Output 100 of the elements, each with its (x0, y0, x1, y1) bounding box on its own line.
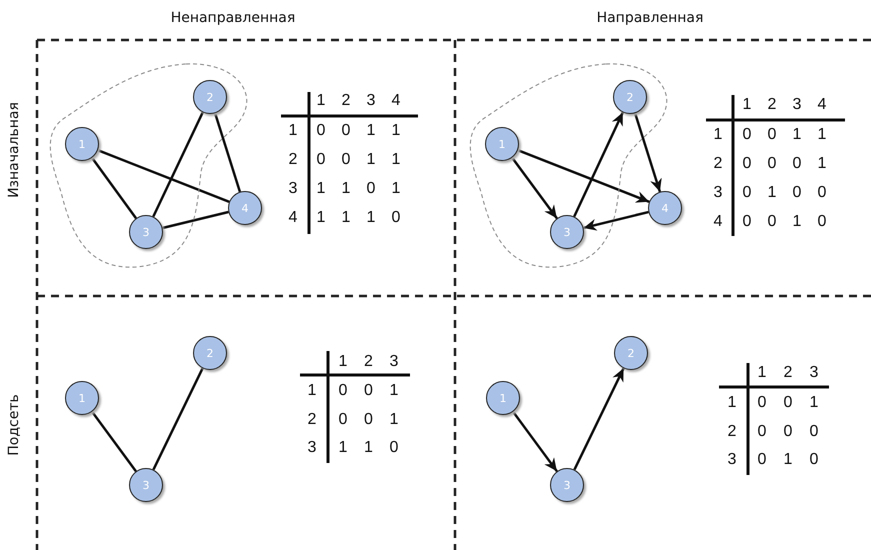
table-cell: 0 (784, 394, 792, 412)
table-cell: 1 (392, 151, 400, 169)
arrow (511, 156, 558, 220)
graph-node: 1 (65, 381, 99, 415)
table-cell: 0 (366, 180, 376, 198)
table-cell: 0 (342, 122, 350, 140)
table-cell: 0 (758, 451, 766, 469)
table-cell: 1 (390, 410, 398, 428)
edge-line (214, 112, 242, 192)
column-header: 3 (390, 353, 398, 371)
table-cell: 1 (792, 126, 802, 144)
edge-line (97, 149, 230, 203)
row-header: 3 (714, 184, 722, 202)
row-header: 3 (728, 451, 736, 469)
column-heading: Направленная (596, 10, 704, 26)
table-cell: 1 (316, 209, 326, 227)
table-cell: 1 (784, 451, 792, 469)
arrow (573, 112, 624, 218)
row-header: 1 (728, 394, 736, 412)
table-cell: 0 (768, 213, 776, 231)
graph-node: 1 (65, 127, 99, 161)
edge-line (91, 410, 137, 472)
table-cell: 0 (810, 451, 818, 469)
column-header: 3 (366, 92, 376, 110)
arrow (573, 368, 625, 470)
graph-node: 2 (193, 80, 227, 114)
column-header: 2 (784, 364, 792, 382)
table-cell: 0 (392, 209, 400, 227)
table-cell: 0 (818, 213, 826, 231)
graph-node: 3 (550, 468, 584, 502)
row-header: 2 (714, 155, 722, 173)
table-cell: 0 (784, 422, 792, 440)
graph-node: 2 (614, 336, 648, 370)
row-header: 3 (288, 180, 298, 198)
table-cell: 1 (768, 184, 776, 202)
row-heading: Изначальная (6, 102, 22, 198)
table-cell: 0 (742, 155, 752, 173)
table-cell: 1 (390, 382, 398, 400)
arrow (517, 149, 650, 203)
row-header: 2 (308, 410, 316, 428)
graph-node: 4 (648, 191, 682, 225)
table-cell: 0 (364, 382, 373, 400)
table-cell: 0 (338, 410, 348, 428)
table-cell: 1 (338, 439, 348, 457)
row-header: 1 (308, 382, 316, 400)
row-header: 2 (288, 151, 298, 169)
table-cell: 0 (390, 439, 398, 457)
column-header: 2 (768, 96, 776, 114)
table-cell: 0 (810, 422, 818, 440)
edge-line (152, 112, 204, 218)
table-cell: 1 (366, 122, 376, 140)
graph-node: 3 (129, 468, 163, 502)
table-cell: 0 (338, 382, 348, 400)
table-cell: 0 (758, 394, 766, 412)
table-cell: 1 (818, 126, 826, 144)
table-cell: 1 (810, 394, 818, 412)
table-cell: 0 (792, 184, 802, 202)
arrow (634, 112, 662, 192)
table-cell: 0 (742, 126, 752, 144)
table-cell: 1 (342, 180, 350, 198)
column-header: 3 (792, 96, 802, 114)
row-header: 4 (714, 213, 722, 231)
row-header: 3 (308, 439, 316, 457)
table-cell: 0 (768, 155, 776, 173)
column-header: 2 (364, 353, 373, 371)
edge-line (90, 157, 138, 219)
table-cell: 0 (742, 184, 752, 202)
table-cell: 1 (366, 209, 376, 227)
table-cell: 0 (742, 213, 752, 231)
graph-node: 1 (486, 381, 520, 415)
table-cell: 0 (316, 122, 326, 140)
column-header: 4 (818, 96, 826, 114)
graph-node: 4 (228, 191, 262, 225)
table-cell: 1 (392, 180, 400, 198)
graph-node: 3 (129, 215, 163, 249)
column-header: 4 (392, 92, 400, 110)
arrow (583, 210, 649, 231)
edge-line (162, 210, 229, 230)
row-header: 1 (714, 126, 722, 144)
column-header: 1 (742, 96, 752, 114)
table-cell: 1 (366, 151, 376, 169)
graph-node: 2 (193, 336, 227, 370)
column-header: 1 (338, 353, 348, 371)
table-cell: 1 (818, 155, 826, 173)
table-cell: 1 (316, 180, 326, 198)
column-header: 2 (342, 92, 350, 110)
table-cell: 1 (342, 209, 350, 227)
graph-node: 2 (613, 80, 647, 114)
column-header: 1 (758, 364, 766, 382)
table-cell: 1 (392, 122, 400, 140)
table-cell: 0 (792, 155, 802, 173)
row-header: 4 (288, 209, 298, 227)
edge-line (152, 368, 204, 470)
row-heading: Подсеть (6, 394, 22, 456)
arrow (512, 410, 558, 472)
graph-node: 1 (485, 127, 519, 161)
table-cell: 0 (316, 151, 326, 169)
row-header: 2 (728, 422, 736, 440)
column-header: 3 (810, 364, 818, 382)
table-cell: 1 (364, 439, 373, 457)
